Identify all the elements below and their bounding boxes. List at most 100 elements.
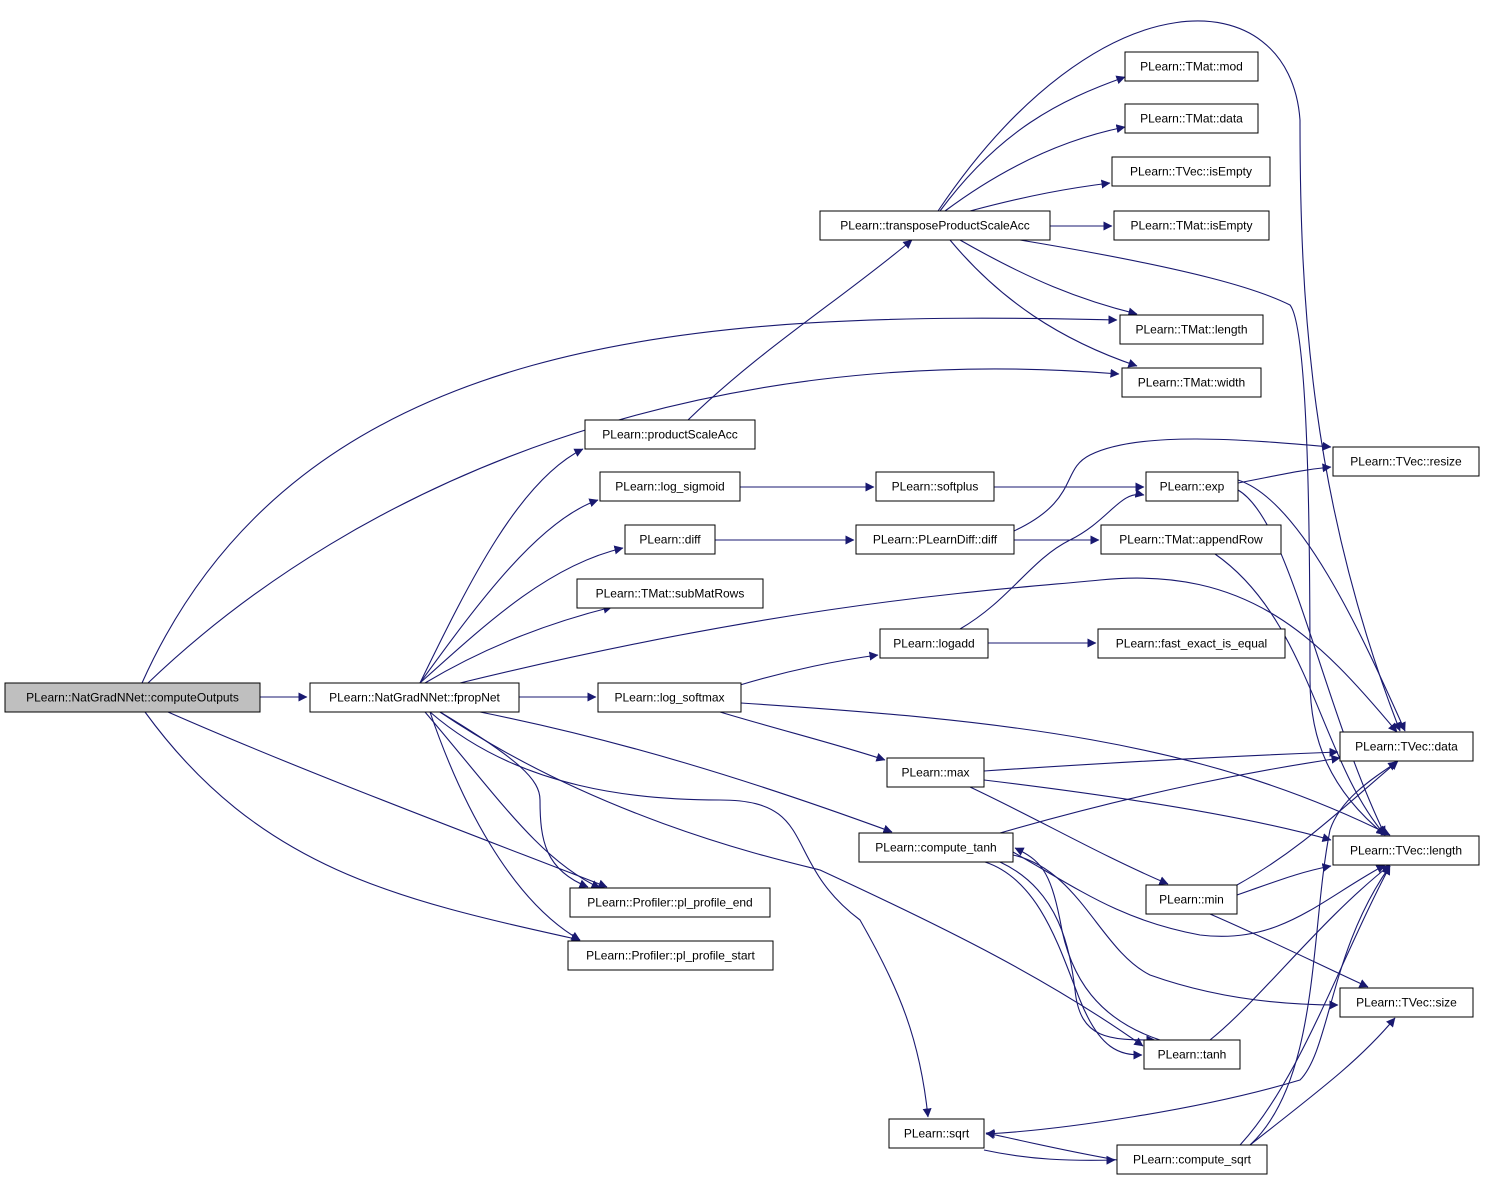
node-fpropNet[interactable]: PLearn::NatGradNNet::fpropNet bbox=[309, 682, 520, 713]
node-box-max bbox=[886, 757, 985, 788]
node-tvec_size[interactable]: PLearn::TVec::size bbox=[1339, 987, 1474, 1018]
node-plearndiff_diff[interactable]: PLearn::PLearnDiff::diff bbox=[855, 524, 1015, 555]
edge-compute_tanh-to-tanh bbox=[999, 861, 1156, 1045]
node-box-productScaleAcc bbox=[584, 419, 756, 450]
node-box-fpropNet bbox=[309, 682, 520, 713]
edge-min-to-tvec_data bbox=[1236, 760, 1399, 886]
node-label-log_softmax: PLearn::log_softmax bbox=[614, 691, 724, 705]
node-label-compute_tanh: PLearn::compute_tanh bbox=[875, 841, 996, 855]
node-logadd[interactable]: PLearn::logadd bbox=[879, 628, 989, 659]
edge-compute_tanh-to-tvec_length bbox=[1012, 851, 1386, 937]
node-tmat_data[interactable]: PLearn::TMat::data bbox=[1124, 103, 1259, 134]
node-sqrt[interactable]: PLearn::sqrt bbox=[888, 1118, 985, 1149]
node-pl_profile_end[interactable]: PLearn::Profiler::pl_profile_end bbox=[569, 887, 771, 918]
node-label-subMatRows: PLearn::TMat::subMatRows bbox=[596, 587, 745, 601]
node-label-min: PLearn::min bbox=[1159, 893, 1224, 907]
node-tanh[interactable]: PLearn::tanh bbox=[1143, 1039, 1241, 1070]
edge-compute_tanh-to-tvec_data bbox=[999, 754, 1341, 834]
node-box-fast_exact_is_equal bbox=[1097, 628, 1286, 659]
edge-tanh-to-tvec_length bbox=[1209, 864, 1391, 1041]
node-log_softmax[interactable]: PLearn::log_softmax bbox=[597, 682, 742, 713]
node-tvec_resize[interactable]: PLearn::TVec::resize bbox=[1332, 446, 1480, 477]
node-max[interactable]: PLearn::max bbox=[886, 757, 985, 788]
node-subMatRows[interactable]: PLearn::TMat::subMatRows bbox=[576, 578, 764, 609]
node-log_sigmoid[interactable]: PLearn::log_sigmoid bbox=[599, 471, 741, 502]
node-softplus[interactable]: PLearn::softplus bbox=[875, 471, 995, 502]
node-label-diff: PLearn::diff bbox=[639, 533, 701, 547]
edge-log_softmax-to-logadd bbox=[739, 651, 879, 686]
node-exp[interactable]: PLearn::exp bbox=[1145, 471, 1239, 502]
node-box-tvec_resize bbox=[1332, 446, 1480, 477]
node-label-tmat_mod: PLearn::TMat::mod bbox=[1140, 60, 1243, 74]
node-computeOutputs[interactable]: PLearn::NatGradNNet::computeOutputs bbox=[4, 682, 261, 713]
node-pl_profile_start[interactable]: PLearn::Profiler::pl_profile_start bbox=[567, 940, 774, 971]
node-label-plearndiff_diff: PLearn::PLearnDiff::diff bbox=[873, 533, 998, 547]
edge-fpropNet-to-sqrt bbox=[429, 711, 932, 1118]
node-label-productScaleAcc: PLearn::productScaleAcc bbox=[602, 428, 737, 442]
node-box-transposeProductScaleAcc bbox=[819, 210, 1051, 241]
node-tmat_mod[interactable]: PLearn::TMat::mod bbox=[1124, 51, 1259, 82]
node-min[interactable]: PLearn::min bbox=[1145, 884, 1238, 915]
node-label-tvec_isEmpty: PLearn::TVec::isEmpty bbox=[1130, 165, 1252, 179]
edge-compute_tanh-to-tanh bbox=[984, 861, 1143, 1060]
edge-exp-to-tvec_data bbox=[1237, 479, 1406, 732]
edge-computeOutputs-to-tmat_width bbox=[147, 368, 1120, 684]
node-box-tvec_isEmpty bbox=[1111, 156, 1271, 187]
node-label-softplus: PLearn::softplus bbox=[892, 480, 979, 494]
node-tmat_width[interactable]: PLearn::TMat::width bbox=[1121, 367, 1262, 398]
edge-compute_sqrt-to-sqrt bbox=[985, 1130, 1118, 1161]
node-label-tvec_resize: PLearn::TVec::resize bbox=[1350, 455, 1462, 469]
edge-exp-to-tvec_resize bbox=[1237, 463, 1332, 484]
node-label-logadd: PLearn::logadd bbox=[893, 637, 974, 651]
edges-layer bbox=[141, 20, 1406, 1165]
node-productScaleAcc[interactable]: PLearn::productScaleAcc bbox=[584, 419, 756, 450]
node-box-exp bbox=[1145, 471, 1239, 502]
edge-compute_tanh-to-tvec_size bbox=[1012, 854, 1339, 1010]
edge-tvec_length-to-sqrt bbox=[985, 865, 1391, 1139]
node-tvec_length[interactable]: PLearn::TVec::length bbox=[1332, 835, 1480, 866]
edge-fpropNet-to-pl_profile_start bbox=[429, 711, 581, 941]
node-label-pl_profile_start: PLearn::Profiler::pl_profile_start bbox=[586, 949, 755, 963]
node-label-tmat_width: PLearn::TMat::width bbox=[1138, 376, 1245, 390]
node-box-appendRow bbox=[1100, 524, 1282, 555]
node-transposeProductScaleAcc[interactable]: PLearn::transposeProductScaleAcc bbox=[819, 210, 1051, 241]
node-fast_exact_is_equal[interactable]: PLearn::fast_exact_is_equal bbox=[1097, 628, 1286, 659]
node-box-logadd bbox=[879, 628, 989, 659]
edge-sqrt-to-compute_sqrt bbox=[983, 1149, 1116, 1165]
node-label-tvec_size: PLearn::TVec::size bbox=[1356, 996, 1457, 1010]
edge-fpropNet-to-log_sigmoid bbox=[419, 498, 599, 684]
node-label-tmat_length: PLearn::TMat::length bbox=[1135, 323, 1247, 337]
node-tmat_isEmpty[interactable]: PLearn::TMat::isEmpty bbox=[1113, 210, 1270, 241]
node-tvec_isEmpty[interactable]: PLearn::TVec::isEmpty bbox=[1111, 156, 1271, 187]
node-box-compute_tanh bbox=[858, 832, 1014, 863]
node-box-tvec_length bbox=[1332, 835, 1480, 866]
node-label-tmat_data: PLearn::TMat::data bbox=[1140, 112, 1243, 126]
node-box-tmat_isEmpty bbox=[1113, 210, 1270, 241]
node-appendRow[interactable]: PLearn::TMat::appendRow bbox=[1100, 524, 1282, 555]
node-box-tmat_mod bbox=[1124, 51, 1259, 82]
node-tvec_data[interactable]: PLearn::TVec::data bbox=[1339, 731, 1474, 762]
edge-fpropNet-to-pl_profile_end bbox=[439, 711, 589, 889]
node-box-tmat_data bbox=[1124, 103, 1259, 134]
edge-transposeProductScaleAcc-to-tmat_length bbox=[959, 239, 1138, 317]
edge-exp-to-tvec_length bbox=[1237, 489, 1386, 836]
node-label-computeOutputs: PLearn::NatGradNNet::computeOutputs bbox=[26, 691, 239, 705]
edge-transposeProductScaleAcc-to-tvec_length bbox=[1019, 239, 1386, 836]
edge-min-to-tvec_length bbox=[1236, 863, 1332, 896]
node-diff[interactable]: PLearn::diff bbox=[624, 524, 716, 555]
edge-log_softmax-to-tvec_length bbox=[740, 702, 1391, 836]
edge-computeOutputs-to-tmat_length bbox=[141, 315, 1118, 684]
edge-fpropNet-to-compute_tanh bbox=[479, 711, 893, 834]
node-compute_tanh[interactable]: PLearn::compute_tanh bbox=[858, 832, 1014, 863]
node-tmat_length[interactable]: PLearn::TMat::length bbox=[1119, 314, 1264, 345]
node-box-computeOutputs bbox=[4, 682, 261, 713]
edge-transposeProductScaleAcc-to-tmat_data bbox=[944, 124, 1126, 212]
node-label-fpropNet: PLearn::NatGradNNet::fpropNet bbox=[329, 691, 500, 705]
node-box-sqrt bbox=[888, 1118, 985, 1149]
node-box-softplus bbox=[875, 471, 995, 502]
node-box-subMatRows bbox=[576, 578, 764, 609]
node-label-log_sigmoid: PLearn::log_sigmoid bbox=[615, 480, 724, 494]
edge-fpropNet-to-subMatRows bbox=[424, 604, 613, 684]
node-compute_sqrt[interactable]: PLearn::compute_sqrt bbox=[1116, 1144, 1268, 1175]
